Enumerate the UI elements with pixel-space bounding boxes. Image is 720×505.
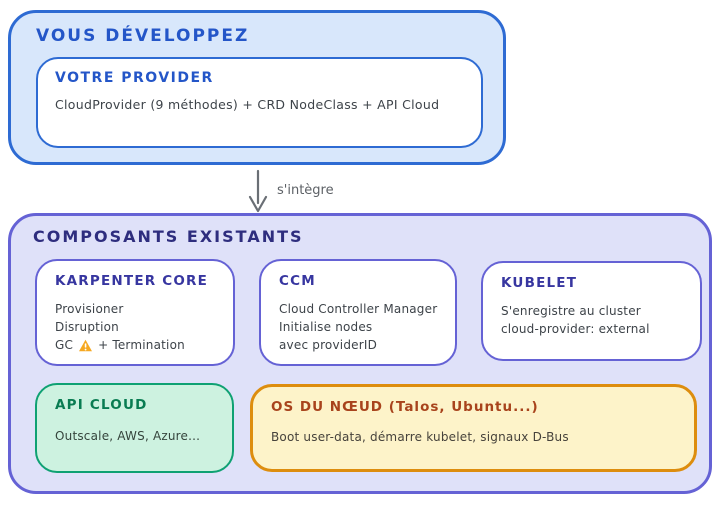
api-cloud-box: API CLOUD Outscale, AWS, Azure... [35, 383, 234, 473]
votre-provider-description: CloudProvider (9 méthodes) + CRD NodeCla… [55, 97, 440, 112]
kubelet-box: KUBELET S'enregistre au cluster cloud-pr… [481, 261, 702, 361]
api-cloud-title: API CLOUD [55, 397, 148, 413]
api-cloud-lines: Outscale, AWS, Azure... [55, 427, 200, 445]
karpenter-core-lines: Provisioner Disruption GC + Termination [55, 300, 185, 354]
node-os-box: OS DU NŒUD (Talos, Ubuntu...) Boot user-… [250, 384, 697, 472]
node-os-title: OS DU NŒUD (Talos, Ubuntu...) [271, 399, 539, 415]
node-os-lines: Boot user-data, démarre kubelet, signaux… [271, 428, 569, 446]
kubelet-line-2: cloud-provider: external [501, 322, 650, 336]
arrow-label: s'intègre [277, 183, 334, 198]
ccm-line-1: Cloud Controller Manager [279, 302, 438, 316]
karpenter-core-title: KARPENTER CORE [55, 273, 209, 289]
warning-icon [78, 339, 93, 352]
votre-provider-title: VOTRE PROVIDER [55, 70, 214, 86]
kubelet-line-1: S'enregistre au cluster [501, 304, 641, 318]
composants-existants-title: COMPOSANTS EXISTANTS [33, 227, 304, 246]
kubelet-lines: S'enregistre au cluster cloud-provider: … [501, 302, 650, 338]
karpenter-line-provisioner: Provisioner [55, 302, 124, 316]
node-os-line-1: Boot user-data, démarre kubelet, signaux… [271, 430, 569, 444]
karpenter-line-gc: GC + Termination [55, 336, 185, 354]
kubelet-title: KUBELET [501, 275, 578, 291]
api-cloud-line-1: Outscale, AWS, Azure... [55, 429, 201, 443]
gc-label: GC [55, 338, 74, 352]
arrow-down-icon [246, 169, 270, 213]
ccm-box: CCM Cloud Controller Manager Initialise … [259, 259, 457, 366]
ccm-lines: Cloud Controller Manager Initialise node… [279, 300, 437, 354]
karpenter-core-box: KARPENTER CORE Provisioner Disruption GC… [35, 259, 235, 366]
vous-developpez-group: VOUS DÉVELOPPEZ VOTRE PROVIDER CloudProv… [8, 10, 506, 165]
gc-termination-label: + Termination [98, 338, 185, 352]
composants-existants-group: COMPOSANTS EXISTANTS KARPENTER CORE Prov… [8, 213, 712, 494]
votre-provider-box: VOTRE PROVIDER CloudProvider (9 méthodes… [36, 57, 483, 148]
karpenter-line-disruption: Disruption [55, 320, 119, 334]
vous-developpez-title: VOUS DÉVELOPPEZ [36, 26, 250, 46]
ccm-line-3: avec providerID [279, 338, 378, 352]
ccm-title: CCM [279, 273, 316, 289]
ccm-line-2: Initialise nodes [279, 320, 373, 334]
